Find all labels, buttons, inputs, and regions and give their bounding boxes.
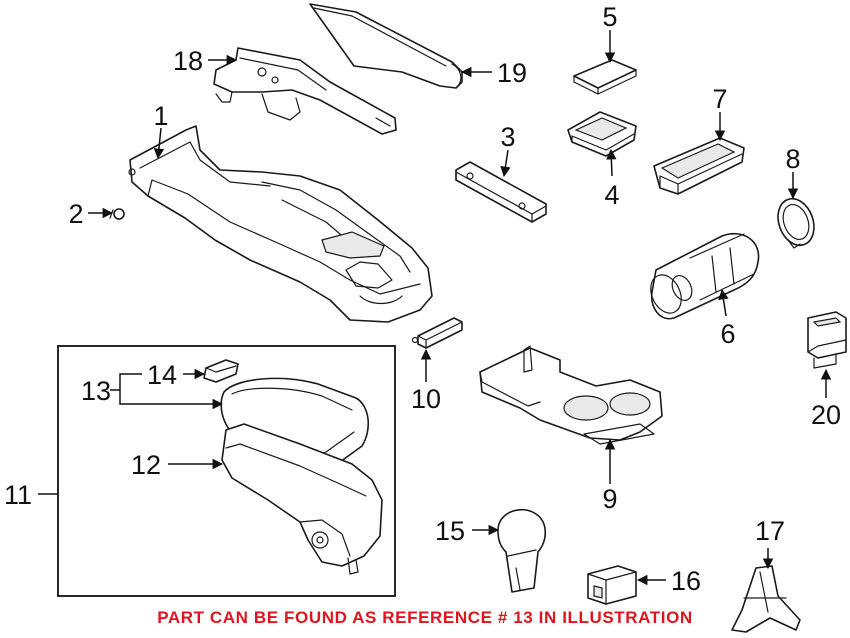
callout-18: 18 <box>173 46 203 76</box>
part-16-bracket[interactable] <box>587 565 637 605</box>
callout-15: 15 <box>435 516 465 546</box>
group-11-box <box>57 345 396 597</box>
callout-labels: 1 2 3 4 5 6 7 8 9 10 11 12 13 14 15 16 1… <box>4 2 841 596</box>
callout-6: 6 <box>720 319 735 349</box>
part-9-cup-holder-assembly[interactable] <box>479 345 663 445</box>
callout-3: 3 <box>500 122 515 152</box>
part-17-stand-bracket[interactable] <box>731 565 801 633</box>
part-7-storage-tray[interactable] <box>653 137 745 195</box>
callout-20: 20 <box>811 400 841 430</box>
part-6-cup-holder[interactable] <box>645 232 760 320</box>
callout-4: 4 <box>604 180 619 210</box>
callout-17: 17 <box>755 516 785 546</box>
callout-2: 2 <box>68 199 83 229</box>
part-14-button[interactable] <box>203 359 239 383</box>
part-2-clip[interactable] <box>109 208 125 220</box>
callout-1: 1 <box>153 101 168 131</box>
part-15-knob[interactable] <box>497 508 547 593</box>
part-8-cap[interactable] <box>772 194 820 251</box>
part-20-switch[interactable] <box>807 311 847 369</box>
part-12-armrest-base[interactable] <box>221 423 383 575</box>
part-4-tray[interactable] <box>567 111 637 157</box>
callout-14: 14 <box>147 360 177 390</box>
callout-11: 11 <box>4 480 32 510</box>
callout-7: 7 <box>712 84 727 114</box>
part-18-handbrake-lever[interactable] <box>213 47 397 135</box>
callout-19: 19 <box>497 58 527 88</box>
callout-13: 13 <box>81 376 111 406</box>
part-10-bracket[interactable] <box>411 317 463 349</box>
callout-9: 9 <box>602 484 617 514</box>
part-19-boot-cover[interactable] <box>309 3 463 89</box>
callout-12: 12 <box>131 450 161 480</box>
callout-16: 16 <box>671 566 701 596</box>
reference-note: PART CAN BE FOUND AS REFERENCE # 13 IN I… <box>157 608 693 627</box>
part-5-cover[interactable] <box>573 59 637 95</box>
callout-5: 5 <box>602 2 617 32</box>
callout-8: 8 <box>785 144 800 174</box>
callout-10: 10 <box>411 384 441 414</box>
part-3-bracket[interactable] <box>455 161 547 223</box>
part-1-center-console[interactable] <box>128 125 433 323</box>
leader-lines <box>38 30 832 586</box>
